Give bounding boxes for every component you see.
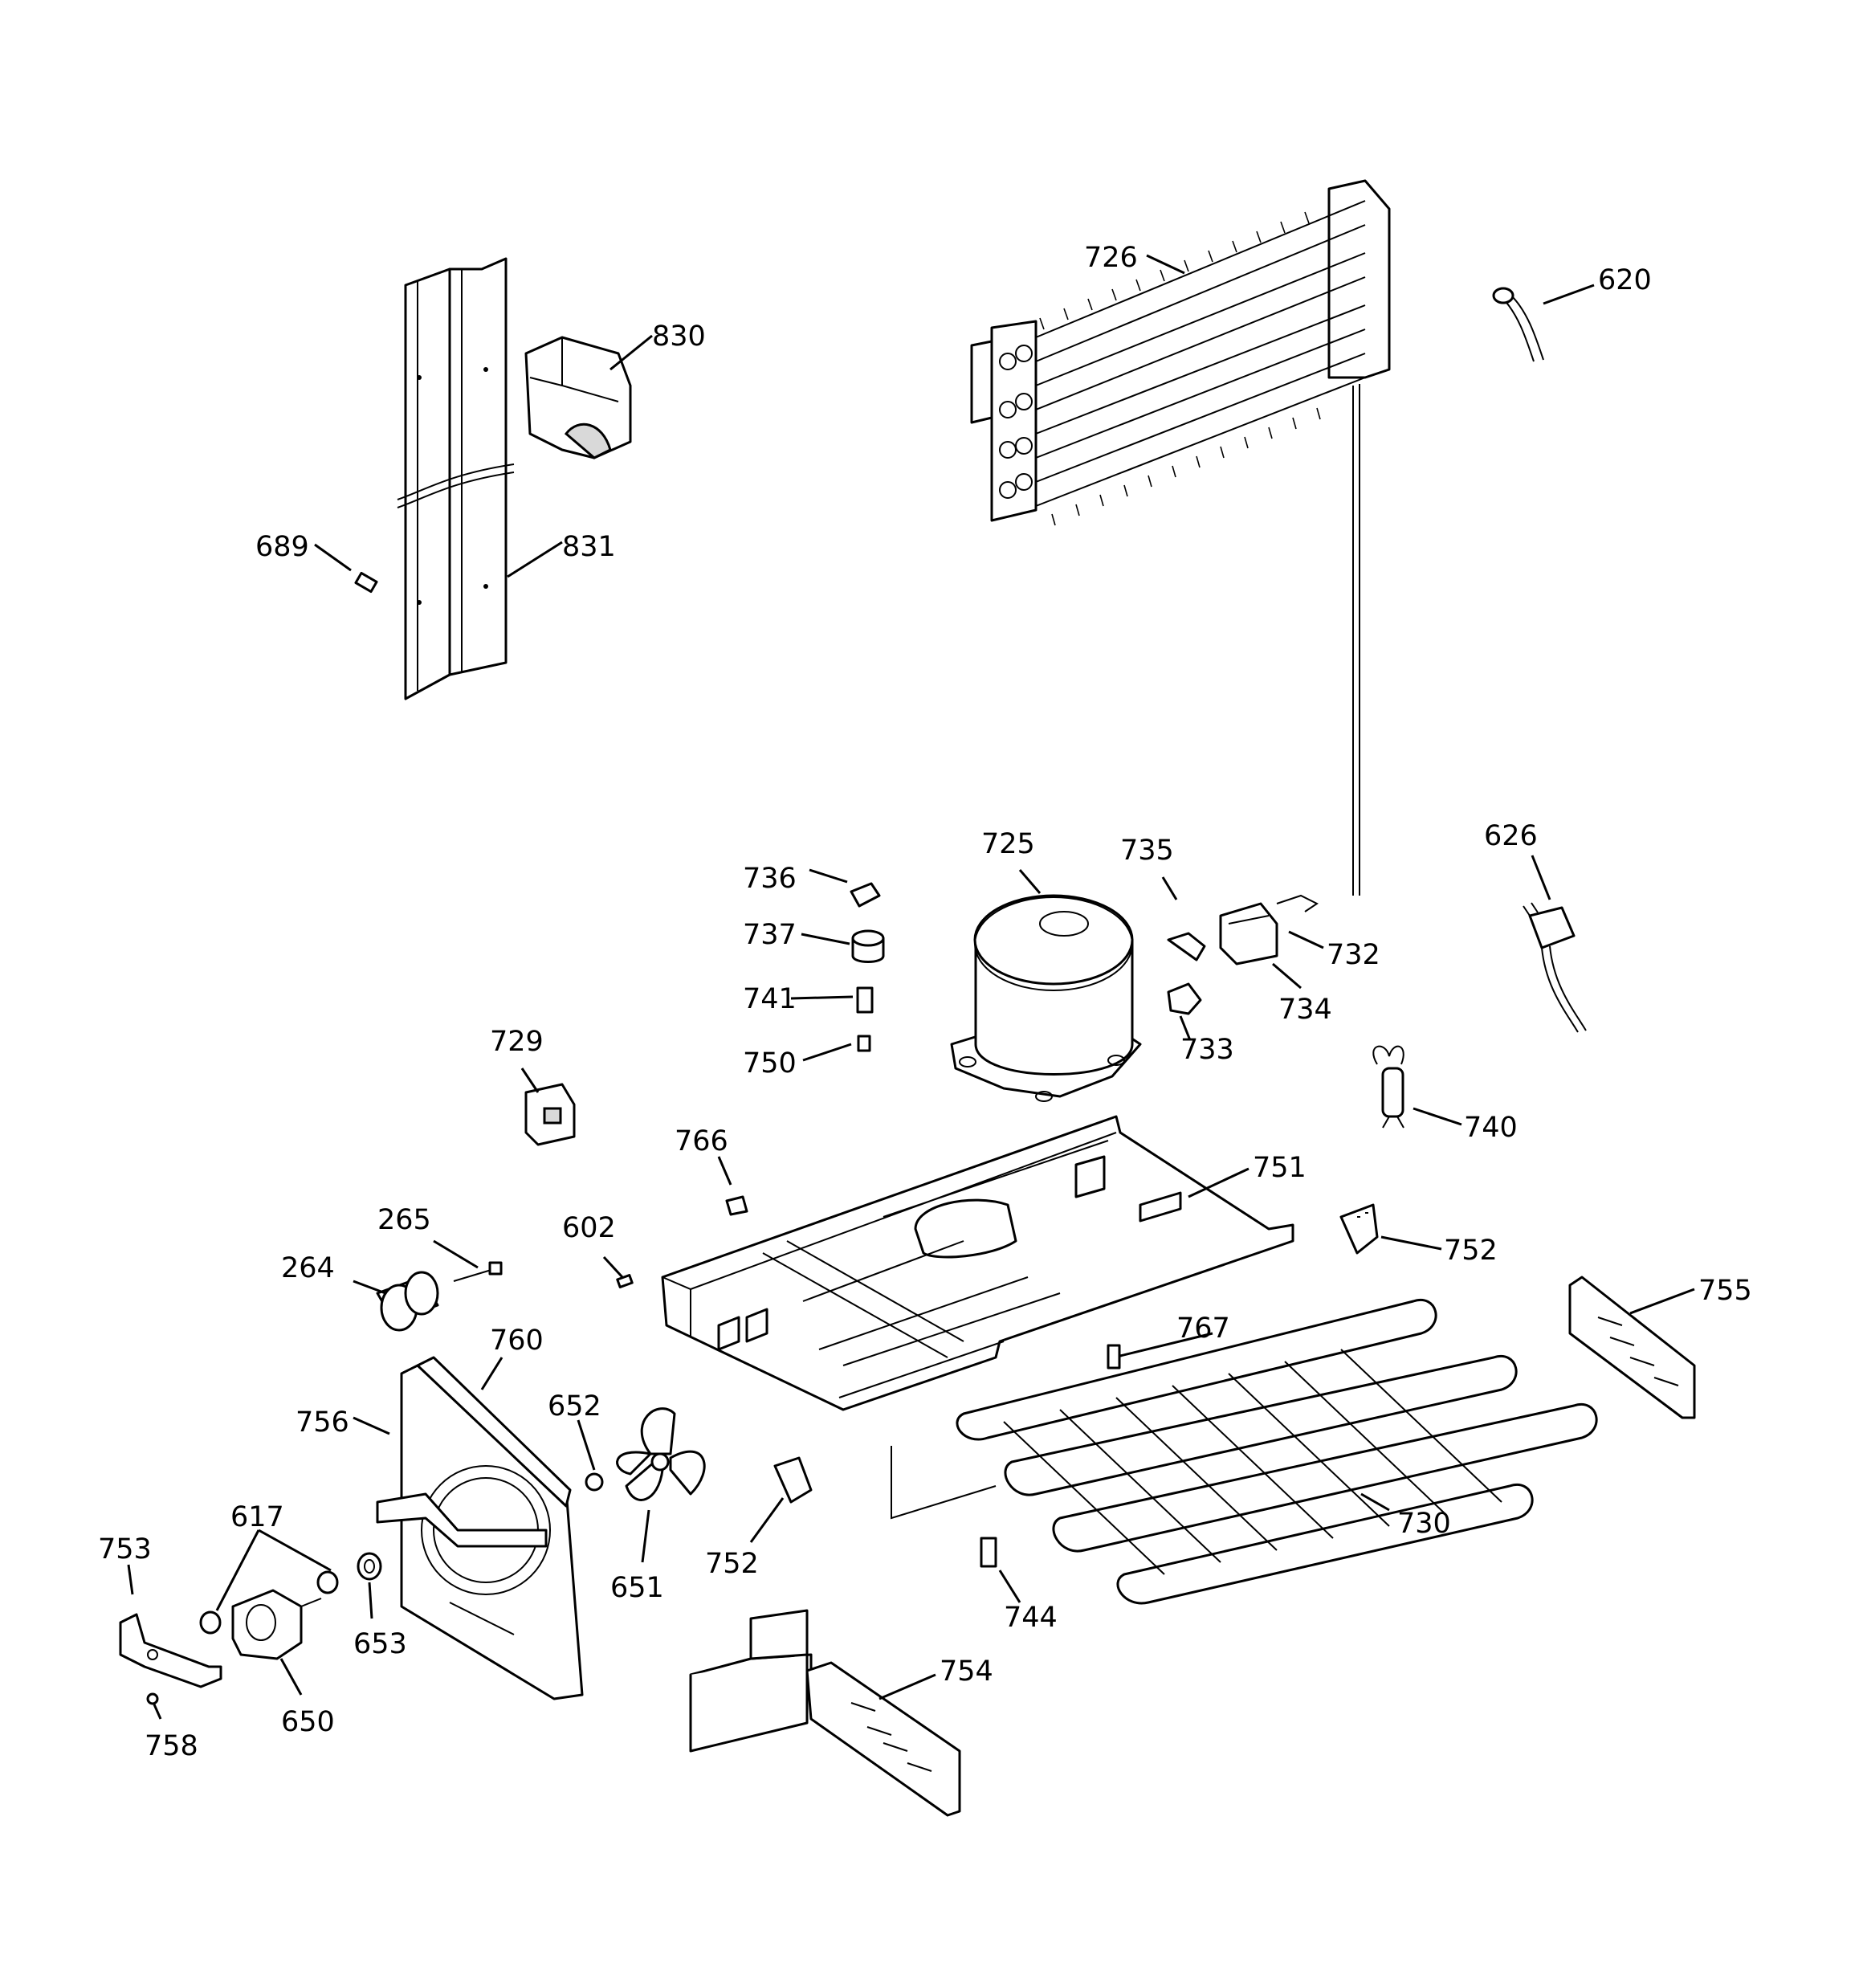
part-735-cover	[1167, 932, 1206, 961]
callout-labels: 726 620 830 831 689 725 736 737 741 750 …	[98, 242, 1752, 1762]
part-751-base-pan	[661, 1115, 1294, 1411]
part-754-duct	[689, 1609, 961, 1817]
part-651-fan-blade	[616, 1407, 706, 1501]
part-750-screw	[857, 1035, 871, 1052]
part-725-compressor	[950, 894, 1142, 1102]
label-755: 755	[1698, 1275, 1752, 1307]
part-760-gasket	[416, 1356, 572, 1508]
part-726-condenser	[970, 179, 1391, 896]
label-752-right: 752	[1444, 1235, 1498, 1267]
part-737-grommet	[851, 929, 885, 963]
label-830: 830	[652, 320, 706, 353]
label-725: 725	[981, 828, 1035, 860]
label-741: 741	[743, 983, 797, 1015]
label-744: 744	[1004, 1602, 1058, 1634]
part-734-relay	[1219, 902, 1278, 965]
label-729: 729	[490, 1026, 544, 1058]
part-830-block	[524, 336, 632, 459]
label-650: 650	[281, 1706, 335, 1738]
label-651: 651	[610, 1572, 664, 1604]
label-264: 264	[281, 1252, 335, 1284]
part-741-sleeve	[856, 986, 874, 1014]
part-732-bracket	[1276, 894, 1319, 912]
label-736: 736	[743, 863, 797, 895]
label-732: 732	[1327, 939, 1380, 971]
part-617-grommet	[199, 1570, 339, 1635]
label-735: 735	[1120, 835, 1174, 867]
part-758-screw	[146, 1692, 159, 1705]
part-652-nut	[585, 1472, 604, 1492]
label-752-left: 752	[705, 1548, 759, 1580]
label-737: 737	[743, 919, 797, 951]
part-626-cord	[1523, 902, 1587, 1033]
part-744-clip	[980, 1537, 997, 1568]
part-740-hanger	[1372, 1045, 1404, 1129]
part-755-bracket	[1568, 1276, 1696, 1419]
label-753: 753	[98, 1533, 152, 1565]
part-831-channel	[397, 257, 515, 700]
label-760: 760	[490, 1325, 544, 1357]
part-736-clip	[850, 882, 881, 908]
part-733-overload	[1167, 982, 1202, 1015]
label-626: 626	[1484, 820, 1538, 852]
label-751: 751	[1253, 1152, 1307, 1184]
label-740: 740	[1464, 1112, 1518, 1144]
part-620-tube	[1492, 287, 1544, 362]
leader-lines	[127, 254, 1695, 1720]
label-620: 620	[1598, 264, 1652, 296]
label-756: 756	[296, 1406, 349, 1439]
label-754: 754	[940, 1655, 993, 1688]
part-766-clip	[725, 1195, 748, 1216]
part-753-bracket	[119, 1613, 222, 1688]
part-264-capacitor	[376, 1271, 439, 1332]
label-602: 602	[562, 1212, 616, 1244]
part-650-motor	[231, 1589, 322, 1660]
label-758: 758	[145, 1730, 198, 1762]
part-752-bracket-left	[773, 1456, 813, 1504]
part-752-bracket-right	[1339, 1203, 1379, 1255]
label-652: 652	[548, 1390, 601, 1423]
part-265-screw	[453, 1261, 503, 1282]
label-265: 265	[377, 1204, 431, 1236]
label-653: 653	[353, 1628, 407, 1660]
part-767-screw	[1107, 1344, 1121, 1370]
label-617: 617	[230, 1501, 284, 1533]
label-730: 730	[1397, 1508, 1451, 1540]
part-602-screw	[616, 1274, 634, 1288]
label-766: 766	[675, 1125, 728, 1157]
label-726: 726	[1084, 242, 1138, 274]
part-730-grid	[891, 1298, 1598, 1605]
label-750: 750	[743, 1047, 797, 1080]
label-733: 733	[1180, 1034, 1234, 1066]
label-734: 734	[1278, 994, 1332, 1026]
label-689: 689	[255, 531, 309, 563]
label-767: 767	[1176, 1312, 1230, 1345]
part-729-box	[524, 1083, 576, 1146]
part-653-grommet	[357, 1552, 382, 1581]
label-831: 831	[562, 531, 616, 563]
part-689-screw	[354, 571, 378, 594]
